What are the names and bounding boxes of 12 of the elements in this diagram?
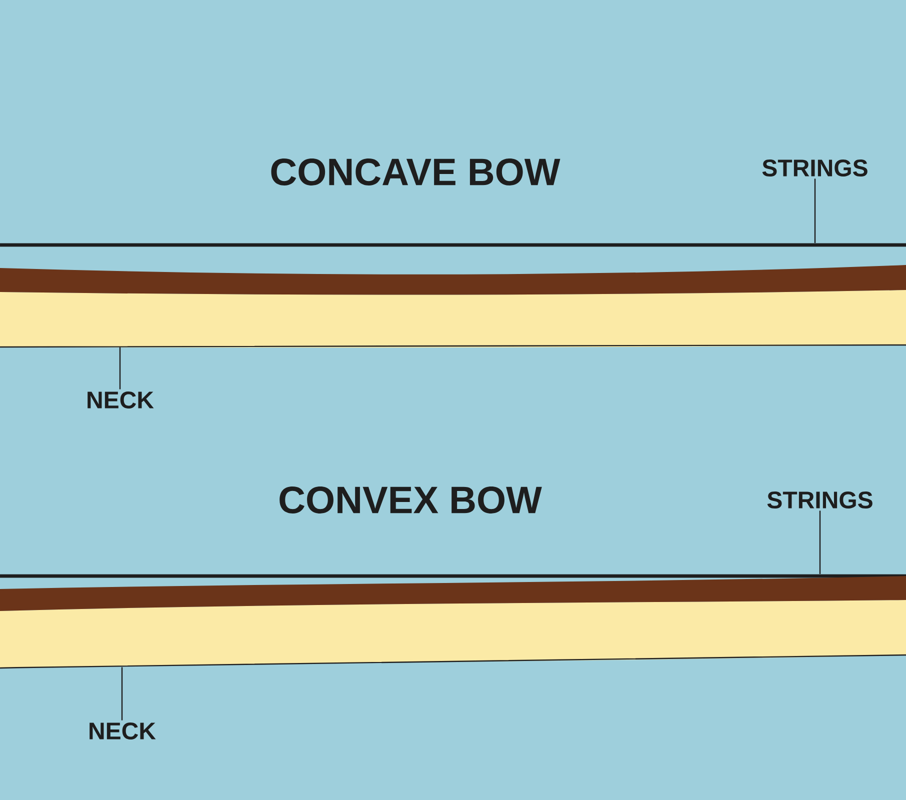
section-title: CONCAVE BOW: [271, 158, 560, 186]
leader-line: [119, 347, 121, 390]
part-label: STRINGS: [767, 492, 872, 508]
section-title: CONVEX BOW: [280, 486, 542, 514]
part-label: STRINGS: [762, 160, 868, 176]
part-label: NECK: [90, 722, 156, 740]
leader-line: [819, 510, 821, 574]
leader-line: [121, 667, 123, 720]
neck-drawing: [0, 264, 906, 348]
neck-drawing: [0, 576, 906, 669]
leader-line: [814, 178, 816, 244]
part-label: NECK: [88, 392, 154, 408]
